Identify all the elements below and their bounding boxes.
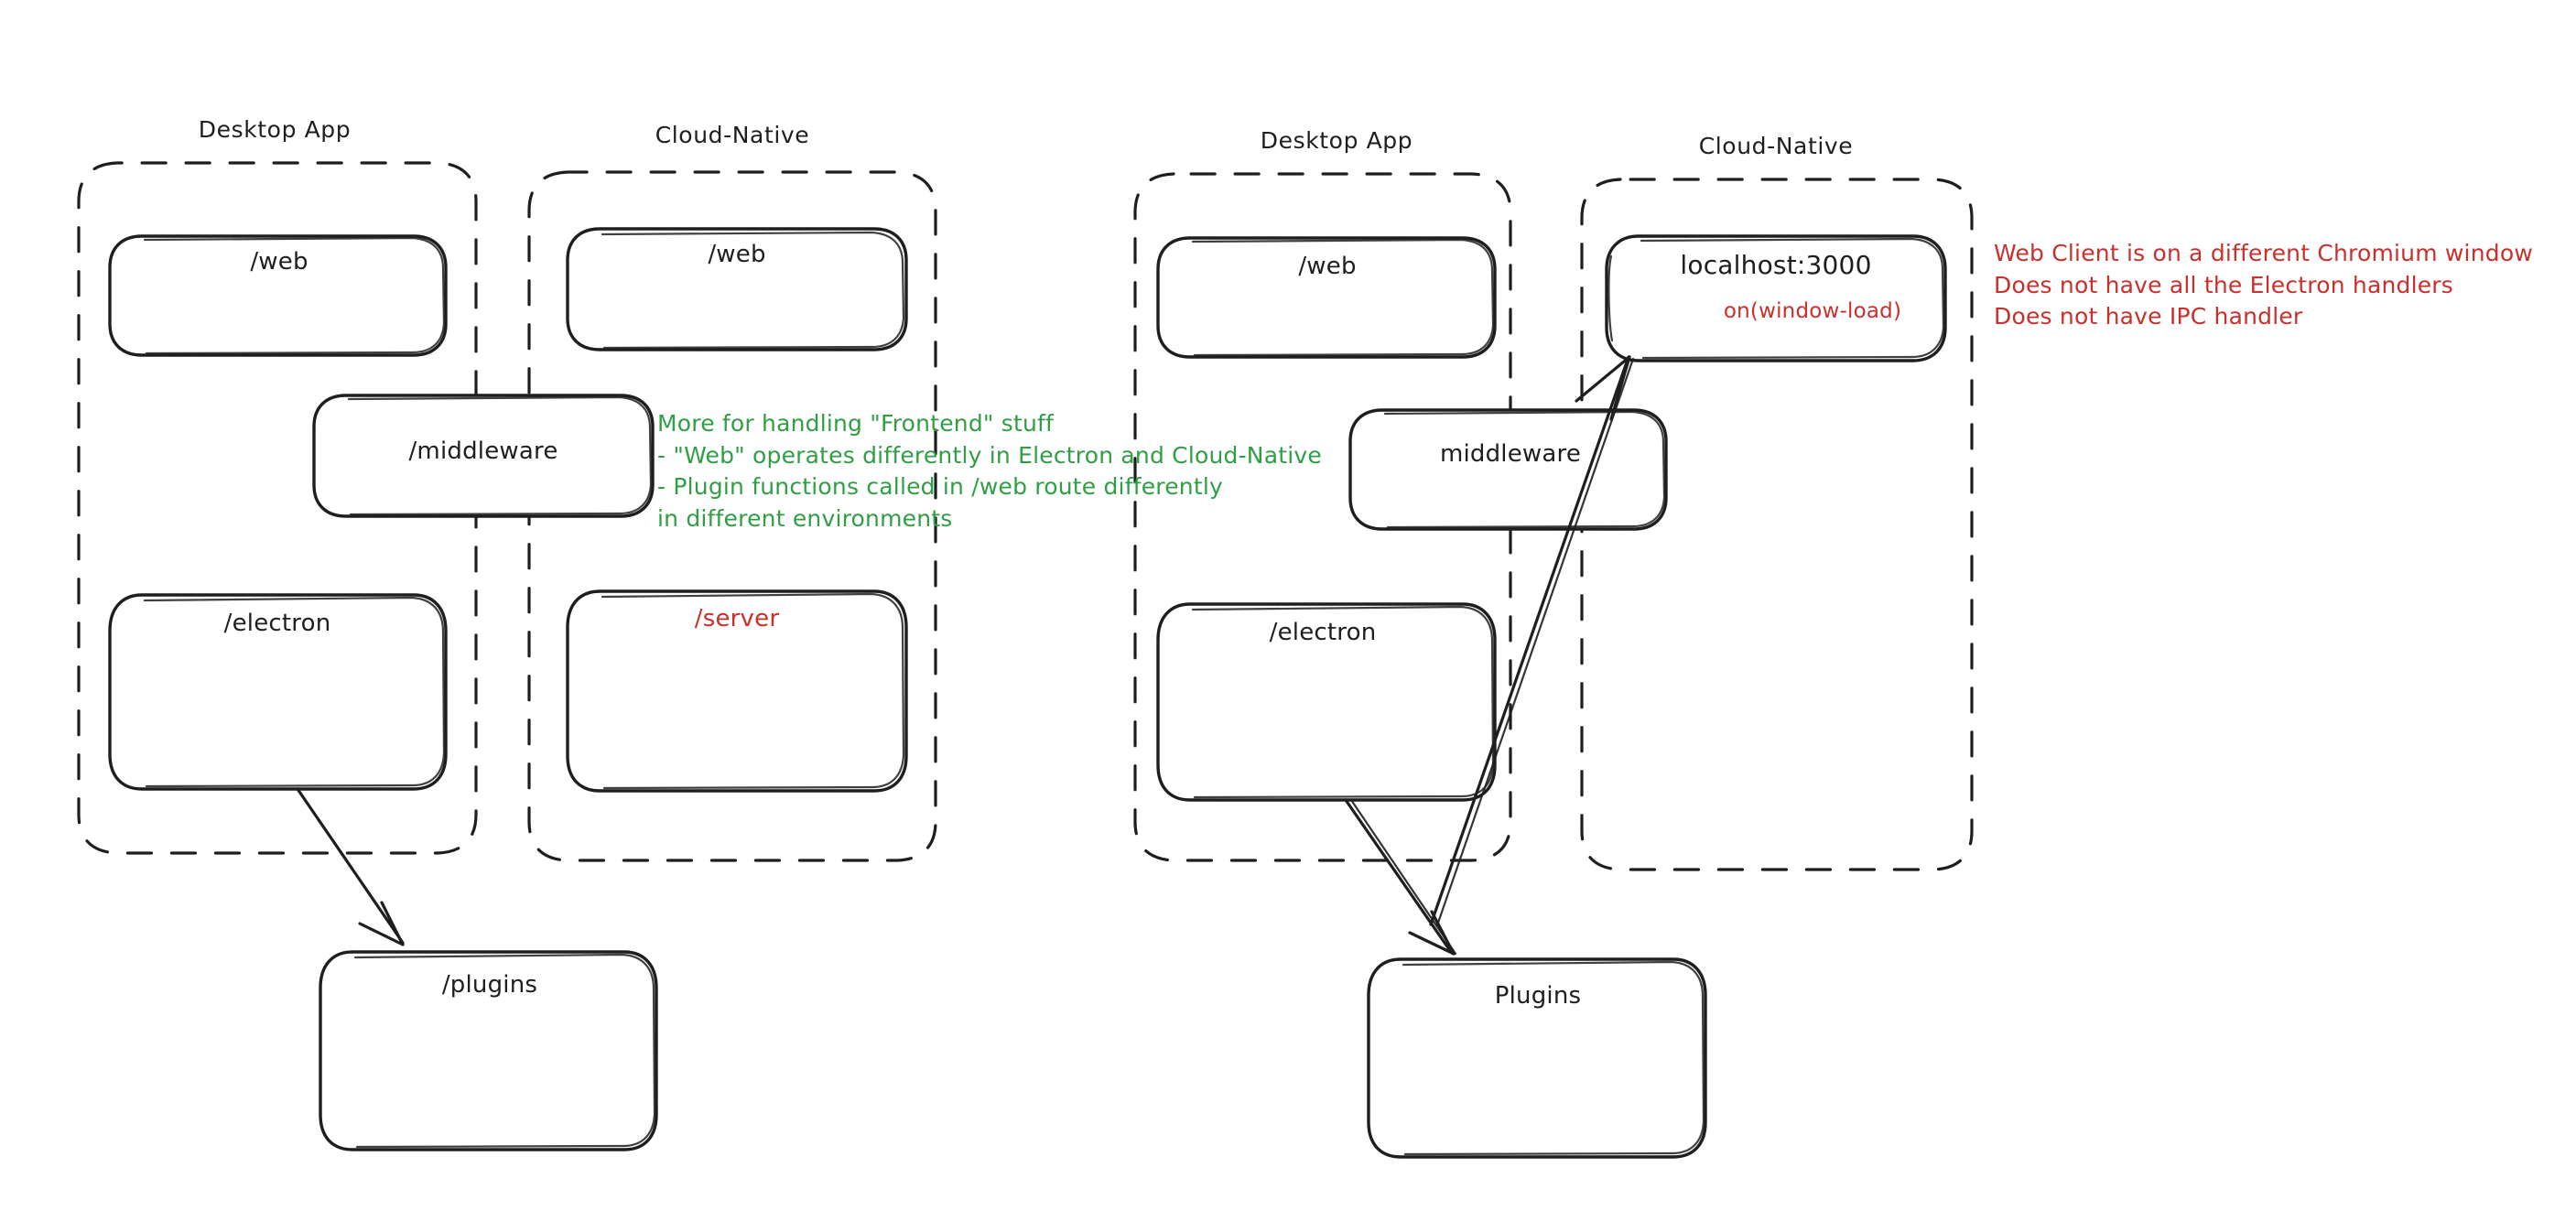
node-right-localhost-shape	[1605, 234, 1947, 362]
node-right-electron-shape	[1156, 602, 1497, 802]
arrow-right-electron-to-localhost	[1429, 355, 1635, 927]
node-right-plugins-shape	[1367, 957, 1707, 1159]
group-left-cloud-native-outline	[527, 170, 937, 862]
arrow-right-electron-to-plugins	[1344, 798, 1457, 956]
node-label-right-plugins: Plugins	[1494, 982, 1582, 1010]
node-label-left-electron: /electron	[223, 610, 331, 637]
node-label-left-web: /web	[250, 248, 308, 276]
node-label-right-localhost: localhost:3000	[1680, 250, 1872, 280]
group-title-right-cloud-native: Cloud-Native	[1698, 133, 1854, 159]
annotation-green-line-3: - Plugin functions called in /web route …	[657, 473, 1223, 500]
node-right-web-shape	[1156, 236, 1497, 359]
node-left-plugins-shape	[319, 950, 658, 1151]
annotation-green-note: More for handling "Frontend" stuff - "We…	[657, 408, 1322, 535]
node-sublabel-on-window-load: on(window-load)	[1723, 299, 1902, 323]
node-left-cloud-web-shape	[566, 227, 908, 351]
annotation-green-line-4: in different environments	[657, 504, 953, 532]
annotation-red-line-3: Does not have IPC handler	[1994, 303, 2303, 330]
node-label-right-electron: /electron	[1269, 619, 1377, 646]
group-title-left-cloud-native: Cloud-Native	[655, 122, 810, 148]
node-left-server-shape	[566, 589, 908, 793]
node-left-web-shape	[108, 234, 448, 357]
annotation-green-line-1: More for handling "Frontend" stuff	[657, 410, 1055, 437]
node-label-left-cloud-web: /web	[708, 241, 766, 268]
node-left-electron-shape	[108, 593, 448, 791]
node-label-left-server: /server	[694, 605, 780, 632]
group-right-desktop-app-outline	[1133, 172, 1512, 862]
group-right-cloud-native-outline	[1580, 178, 1974, 871]
node-label-left-middleware: /middleware	[408, 438, 558, 465]
group-left-desktop-app-outline	[77, 161, 478, 855]
arrow-left-electron-to-plugins	[296, 787, 405, 946]
annotation-green-line-2: - "Web" operates differently in Electron…	[657, 441, 1322, 469]
annotation-red-line-2: Does not have all the Electron handlers	[1994, 271, 2454, 298]
node-right-middleware-shape	[1348, 408, 1668, 531]
node-label-right-middleware: middleware	[1439, 440, 1582, 468]
group-title-right-desktop-app: Desktop App	[1260, 127, 1413, 154]
annotation-red-line-1: Web Client is on a different Chromium wi…	[1994, 240, 2533, 266]
node-left-middleware-shape	[312, 394, 655, 518]
group-title-left-desktop-app: Desktop App	[198, 116, 352, 143]
node-label-left-plugins: /plugins	[441, 971, 538, 999]
annotation-red-note: Web Client is on a different Chromium wi…	[1994, 238, 2533, 333]
node-label-right-web: /web	[1298, 253, 1357, 280]
